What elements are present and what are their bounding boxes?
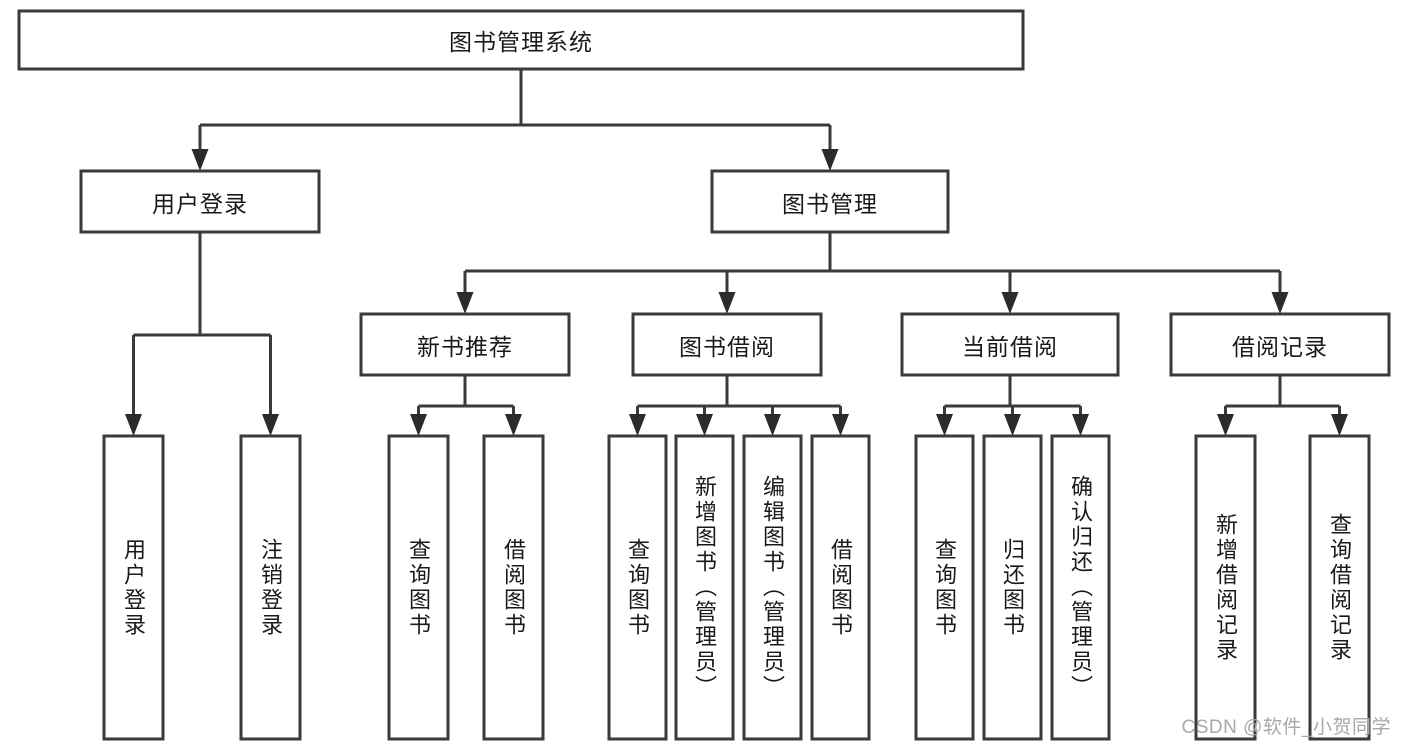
- node-box-query-book-1[interactable]: [387, 434, 450, 741]
- edge-current-borrow-return-book-arrowhead: [1004, 414, 1021, 436]
- node-box-current-borrow[interactable]: [900, 312, 1120, 377]
- edges-layer: [125, 69, 1348, 436]
- node-box-add-borrow-record[interactable]: [1194, 434, 1257, 741]
- edge-book-manage-new-book-recommend-arrowhead: [456, 292, 474, 314]
- edge-current-borrow-query-book-3-arrowhead: [936, 414, 953, 436]
- edge-user-login-login-user-arrowhead: [125, 414, 142, 436]
- edge-new-book-recommend-query-book-1-arrowhead: [410, 414, 427, 436]
- edge-book-manage-borrow-record-arrowhead: [1271, 292, 1289, 314]
- node-box-add-book-admin[interactable]: [674, 434, 735, 741]
- edge-root-user-login-arrowhead: [191, 149, 209, 171]
- watermark-text: CSDN @软件_小贺同学: [1181, 717, 1391, 738]
- edge-book-borrow-add-book-admin-arrowhead: [696, 414, 713, 436]
- edge-book-borrow-borrow-book-2-arrowhead: [832, 414, 849, 436]
- edge-borrow-record-add-borrow-record-arrowhead: [1217, 414, 1234, 436]
- node-box-root[interactable]: [17, 9, 1025, 71]
- node-box-book-manage[interactable]: [710, 169, 950, 234]
- node-box-book-borrow[interactable]: [631, 312, 823, 377]
- node-box-query-borrow-record[interactable]: [1308, 434, 1371, 741]
- node-box-confirm-return-admin[interactable]: [1050, 434, 1111, 741]
- edge-book-borrow-query-book-2-arrowhead: [629, 414, 646, 436]
- edge-book-manage-current-borrow-arrowhead: [1001, 292, 1019, 314]
- edge-root-book-manage-arrowhead: [821, 149, 839, 171]
- node-box-logout-user[interactable]: [239, 434, 302, 741]
- edge-user-login-logout-user-arrowhead: [262, 414, 279, 436]
- node-box-borrow-record[interactable]: [1169, 312, 1391, 377]
- edge-borrow-record-query-borrow-record-arrowhead: [1331, 414, 1348, 436]
- node-box-borrow-book-2[interactable]: [810, 434, 871, 741]
- node-box-user-login[interactable]: [79, 169, 321, 234]
- node-box-login-user[interactable]: [102, 434, 165, 741]
- node-box-query-book-3[interactable]: [914, 434, 975, 741]
- boxes-layer: [17, 9, 1391, 741]
- edge-current-borrow-confirm-return-admin-arrowhead: [1072, 414, 1089, 436]
- node-box-query-book-2[interactable]: [607, 434, 668, 741]
- node-box-new-book-recommend[interactable]: [359, 312, 571, 377]
- node-box-borrow-book-1[interactable]: [482, 434, 545, 741]
- edge-book-manage-book-borrow-arrowhead: [718, 292, 736, 314]
- node-box-return-book[interactable]: [982, 434, 1043, 741]
- edge-new-book-recommend-borrow-book-1-arrowhead: [505, 414, 522, 436]
- node-box-edit-book-admin[interactable]: [742, 434, 803, 741]
- edge-book-borrow-edit-book-admin-arrowhead: [764, 414, 781, 436]
